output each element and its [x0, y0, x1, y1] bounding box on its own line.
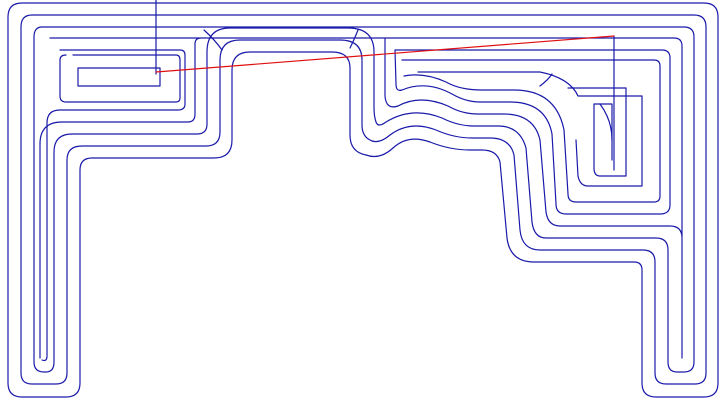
right-spiral-pocket: [401, 59, 661, 203]
plunge-lead-lines: [155, 0, 615, 171]
rapid-traverse-line: [155, 35, 615, 73]
contour-offset-3: [33, 26, 695, 373]
contour-offset-5: [41, 49, 671, 362]
contour-offset-4: [39, 37, 683, 359]
contour-offset-1: [7, 2, 719, 398]
left-spiral-pocket: [59, 54, 181, 103]
bridge-arcs: [203, 29, 613, 141]
contour-offset-2: [20, 14, 707, 385]
